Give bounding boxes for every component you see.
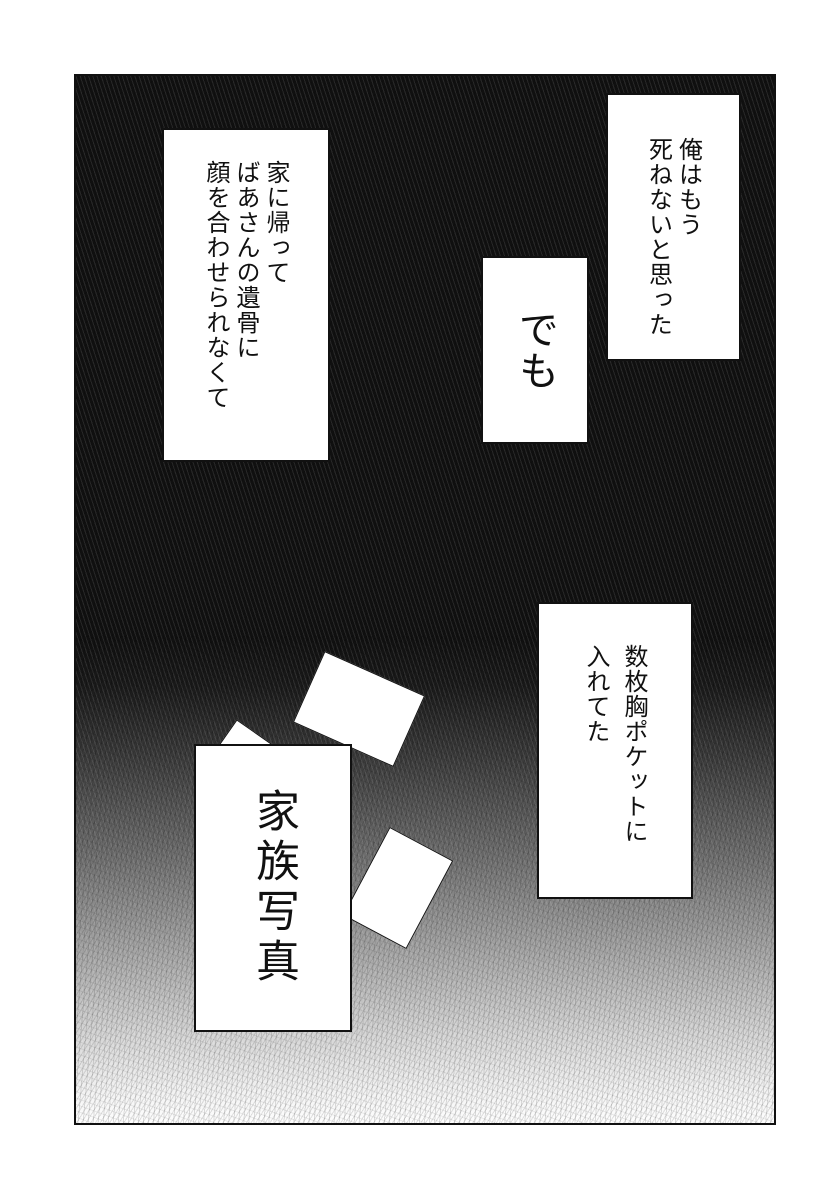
caption-family-photos: 家族写真 — [194, 744, 352, 1032]
caption-line: 家に帰って — [262, 160, 290, 285]
caption-pocket: 数枚胸ポケットに 入れてた — [537, 602, 693, 899]
caption-line: 入れてた — [582, 644, 610, 744]
caption-reason: 家に帰って ばあさんの遺骨に 顔を合わせられなくて — [162, 128, 330, 462]
caption-line: 家族写真 — [248, 788, 299, 988]
caption-but: でも — [481, 256, 589, 444]
caption-line: 俺はもう — [674, 137, 703, 237]
caption-line: 顔を合わせられなくて — [202, 160, 230, 410]
caption-line: でも — [512, 309, 558, 391]
caption-line: ばあさんの遺骨に — [232, 160, 260, 360]
manga-panel: 俺はもう 死ねないと思った 家に帰って ばあさんの遺骨に 顔を合わせられなくて … — [74, 74, 776, 1125]
caption-line: 死ねないと思った — [644, 137, 673, 337]
caption-thought: 俺はもう 死ねないと思った — [606, 93, 741, 361]
caption-line: 数枚胸ポケットに — [620, 644, 648, 844]
